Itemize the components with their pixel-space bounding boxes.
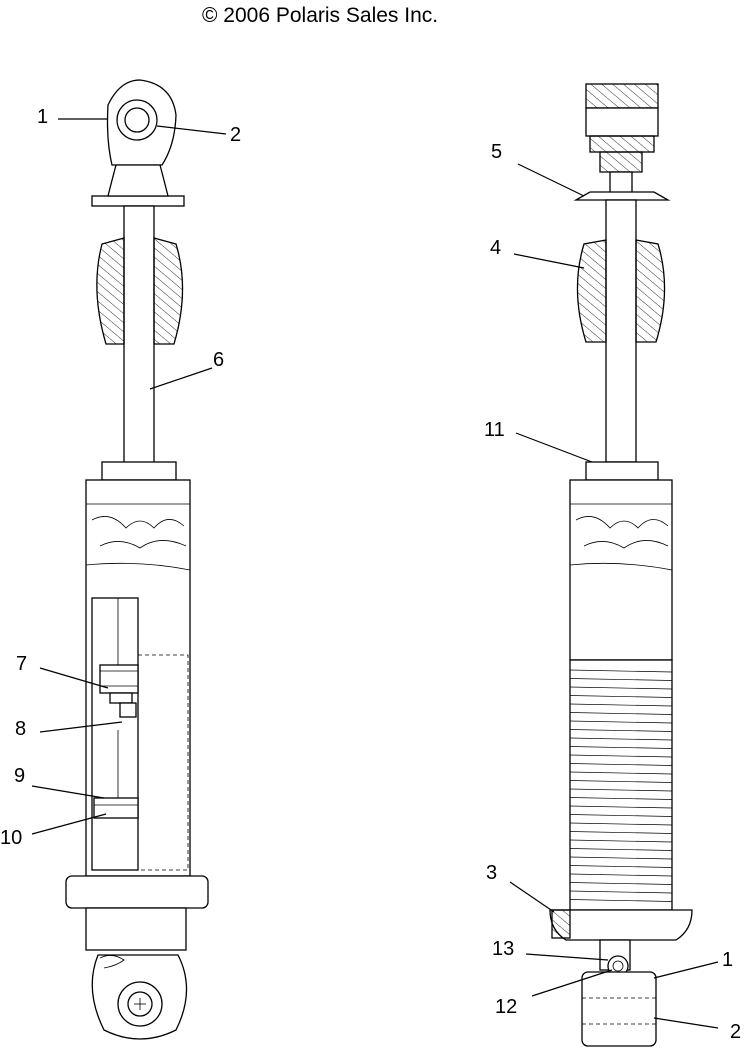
sleeve-rib [569, 720, 673, 724]
sleeve-rib [569, 729, 673, 732]
eyelet-neck [107, 164, 169, 197]
callout-1: 1 [37, 106, 48, 128]
callout-9: 9 [14, 765, 25, 787]
sleeve-rib [569, 882, 673, 885]
ribbed-sleeve [569, 659, 673, 911]
callout-5: 5 [491, 141, 502, 163]
sleeve-rib [569, 890, 673, 894]
piston-nut [119, 702, 137, 718]
shaft [123, 205, 155, 465]
sleeve-rib [569, 703, 673, 707]
body-decal [91, 516, 187, 549]
top-mount-cap [585, 83, 659, 109]
eyelet-weld [99, 955, 125, 969]
copyright-text: © 2006 Polaris Sales Inc. [202, 4, 438, 27]
reservoir-outline [137, 654, 189, 871]
sleeve-rib [569, 831, 673, 834]
callout-8: 8 [15, 718, 26, 740]
sleeve-rib [569, 763, 673, 766]
sleeve-rib [569, 839, 673, 843]
sleeve-rib [569, 805, 673, 809]
bottom-collar [65, 875, 209, 909]
shim-stack [109, 692, 133, 704]
callout-7: 7 [16, 653, 27, 675]
sleeve-rib [569, 695, 673, 698]
bottom-cap [85, 907, 187, 951]
sleeve-rib [569, 788, 673, 792]
piston [99, 664, 139, 694]
sleeve-rib [569, 848, 673, 851]
sleeve-rib [569, 899, 673, 902]
sleeve-rib [569, 737, 673, 741]
sleeve-rib [569, 712, 673, 715]
body-cap-nut [101, 461, 177, 481]
callout-11: 11 [484, 419, 505, 441]
sleeve-rib [569, 669, 673, 673]
sleeve-rib [569, 780, 673, 783]
sleeve-rib [569, 746, 673, 749]
top-spring-seat [91, 195, 185, 207]
collar-section [551, 909, 571, 939]
sleeve-rib [569, 686, 673, 690]
callout-3: 3 [486, 862, 497, 884]
eyelet-bore [124, 107, 150, 133]
shaft [605, 199, 637, 463]
bottom-mount [581, 971, 657, 1047]
sleeve-rib [569, 856, 673, 860]
sleeve-rib [569, 814, 673, 817]
sleeve-rib [569, 678, 673, 681]
leader-lines [31, 118, 719, 1029]
cutaway-window [91, 597, 139, 871]
callout-2: 2 [230, 124, 241, 146]
sleeve-rib [569, 865, 673, 868]
top-mount-neck [599, 151, 643, 173]
top-washer [573, 191, 671, 201]
top-mount-body [585, 107, 659, 137]
callout-12: 12 [495, 996, 517, 1018]
right-shock [549, 83, 693, 1047]
shock-body [569, 479, 673, 661]
callout-1-right: 1 [722, 949, 733, 971]
bottom-collar [549, 909, 693, 941]
bumper-right-half [153, 237, 184, 345]
sleeve-rib [569, 822, 673, 826]
left-shock [65, 79, 209, 1040]
callout-labels: 1 2 6 7 8 9 10 5 4 11 3 13 12 1 2 [0, 106, 741, 1043]
callout-10: 10 [0, 827, 22, 849]
sleeve-rib [569, 797, 673, 800]
sleeve-ribs [569, 669, 673, 902]
top-mount-lower [589, 135, 655, 153]
sleeve-rib [569, 873, 673, 877]
callout-4: 4 [490, 237, 501, 259]
floating-piston [93, 797, 139, 819]
callout-2-right: 2 [730, 1021, 741, 1043]
body-decal [575, 516, 669, 549]
body-cap-nut [585, 461, 659, 481]
bumper-right-half [635, 239, 666, 343]
bumper-left-half [96, 237, 125, 345]
callout-13: 13 [492, 938, 514, 960]
sleeve-rib [569, 754, 673, 758]
bumper-left-half [576, 239, 607, 343]
sleeve-rib [569, 771, 673, 775]
callout-6: 6 [213, 349, 224, 371]
